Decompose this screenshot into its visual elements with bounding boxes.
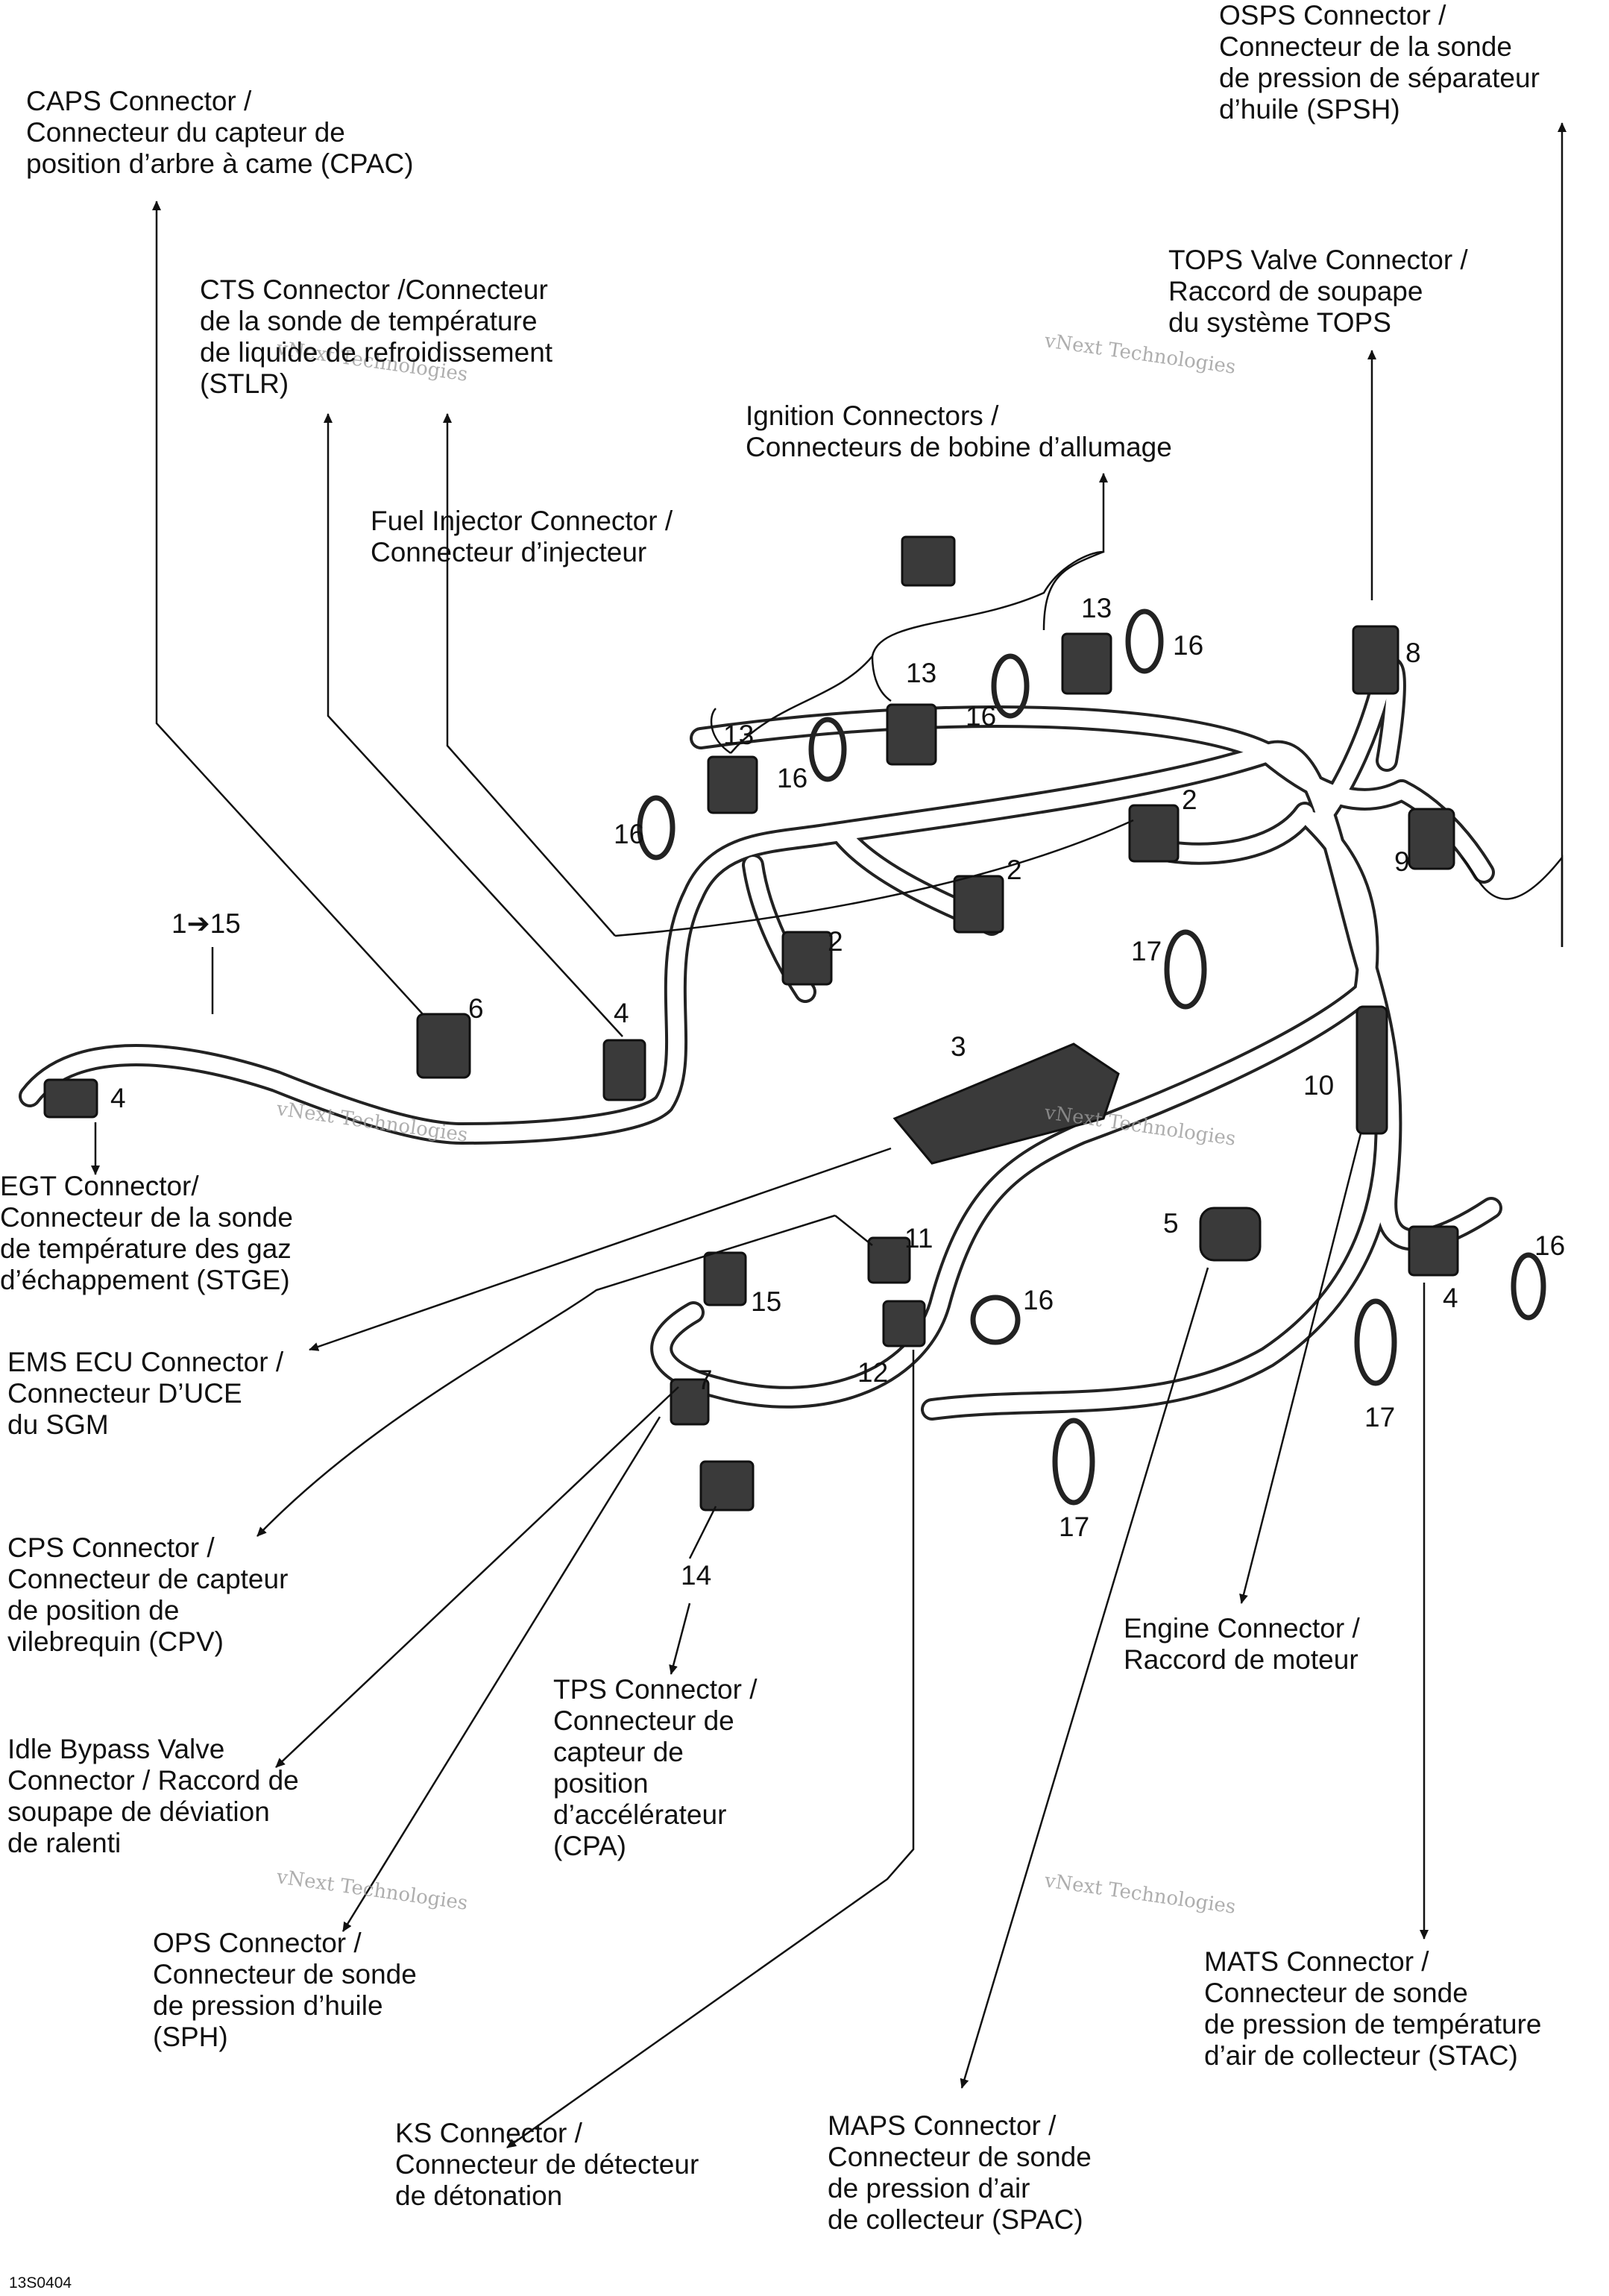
clamp-rings xyxy=(637,608,1546,1506)
callout-number: 6 xyxy=(468,993,484,1024)
callout-number: 12 xyxy=(857,1357,889,1388)
callout-number: 13 xyxy=(723,720,755,750)
label-tops-valve-connector: TOPS Valve Connector / Raccord de soupap… xyxy=(1168,245,1468,338)
callout-number: 4 xyxy=(614,998,629,1028)
label-idle-bypass-valve-connector: Idle Bypass Valve Connector / Raccord de… xyxy=(7,1734,299,1858)
callout-number: 17 xyxy=(1364,1402,1396,1432)
callout-number: 16 xyxy=(777,763,808,793)
label-caps-connector: CAPS Connector / Connecteur du capteur d… xyxy=(26,86,414,179)
label-engine-connector: Engine Connector / Raccord de moteur xyxy=(1124,1613,1360,1675)
label-ems-ecu-connector: EMS ECU Connector / Connecteur D’UCE du … xyxy=(7,1347,284,1440)
label-cts-connector: CTS Connector /Connecteur de la sonde de… xyxy=(200,274,553,399)
leader-lines xyxy=(91,122,1567,2149)
callout-number: 16 xyxy=(1173,630,1204,661)
label-egt-connector: EGT Connector/ Connecteur de la sonde de… xyxy=(0,1171,293,1295)
callout-number: 2 xyxy=(1182,784,1197,815)
callout-number: 15 xyxy=(751,1286,782,1317)
callout-number: 10 xyxy=(1303,1070,1335,1101)
callout-number: 16 xyxy=(1023,1285,1054,1315)
label-mats-connector: MATS Connector / Connecteur de sonde de … xyxy=(1204,1946,1542,2071)
callout-number: 16 xyxy=(966,701,997,732)
callout-number: 16 xyxy=(1534,1230,1566,1261)
label-fuel-injector-connector: Fuel Injector Connector / Connecteur d’i… xyxy=(371,506,673,567)
label-tps-connector: TPS Connector / Connecteur de capteur de… xyxy=(553,1674,758,1861)
label-osps-connector: OSPS Connector / Connecteur de la sonde … xyxy=(1219,0,1540,125)
callout-number: 17 xyxy=(1059,1512,1090,1542)
label-ks-connector: KS Connector / Connecteur de détecteur d… xyxy=(395,2118,699,2211)
figure-code: 13S0404 xyxy=(9,2274,72,2292)
label-cps-connector: CPS Connector / Connecteur de capteur de… xyxy=(7,1532,289,1657)
callout-number: 14 xyxy=(681,1560,712,1591)
callout-number: 4 xyxy=(110,1083,126,1113)
callout-number: 2 xyxy=(1007,855,1022,885)
callout-number: 13 xyxy=(1081,593,1112,623)
callout-number: 11 xyxy=(904,1223,933,1254)
callout-number: 2 xyxy=(828,926,843,957)
callout-number: 16 xyxy=(614,819,645,849)
callout-number: 5 xyxy=(1163,1208,1179,1239)
label-maps-connector: MAPS Connector / Connecteur de sonde de … xyxy=(828,2110,1092,2235)
callout-number: 7 xyxy=(697,1365,713,1395)
label-ops-connector: OPS Connector / Connecteur de sonde de p… xyxy=(153,1928,417,2052)
callout-number: 8 xyxy=(1405,638,1421,668)
connector-parts xyxy=(43,535,1459,1512)
callout-number: 13 xyxy=(906,658,937,688)
callout-number: 3 xyxy=(951,1031,966,1062)
label-ignition-connectors: Ignition Connectors / Connecteurs de bob… xyxy=(746,400,1172,462)
callout-range: 1➔15 xyxy=(171,908,241,939)
callout-number: 17 xyxy=(1131,936,1162,966)
callout-number: 4 xyxy=(1443,1283,1458,1313)
callout-number: 9 xyxy=(1394,846,1410,877)
